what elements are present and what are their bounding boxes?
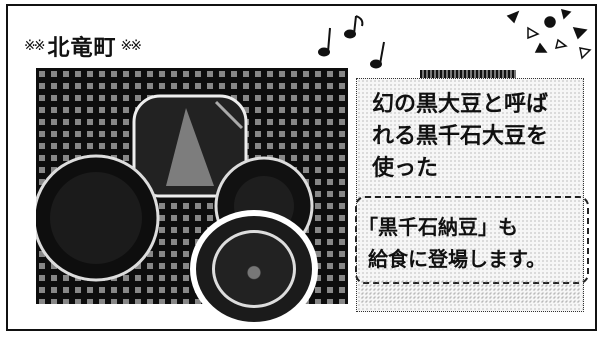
decoration-right: ※※ <box>120 38 142 54</box>
caption-line-1: 幻の黒大豆と呼ば <box>372 92 549 117</box>
music-notes-icon <box>318 15 385 69</box>
dotted-texture <box>360 280 580 304</box>
natto-bowl-closeup <box>212 230 296 308</box>
header: ※※ 北竜町 ※※ <box>24 33 142 61</box>
highlight-line-1: 「黒千石納豆」も <box>358 215 518 239</box>
zoom-inset <box>190 210 318 328</box>
caption-panel <box>356 78 584 312</box>
decoration-left: ※※ <box>24 38 46 54</box>
caption-line-3: 使った <box>372 156 439 181</box>
town-name-title: 北竜町 <box>47 36 117 61</box>
highlight-line-2: 給食に登場します。 <box>368 247 546 271</box>
confetti-icon <box>506 8 592 60</box>
caption-line-2: れる黒千石大豆を <box>372 124 549 149</box>
